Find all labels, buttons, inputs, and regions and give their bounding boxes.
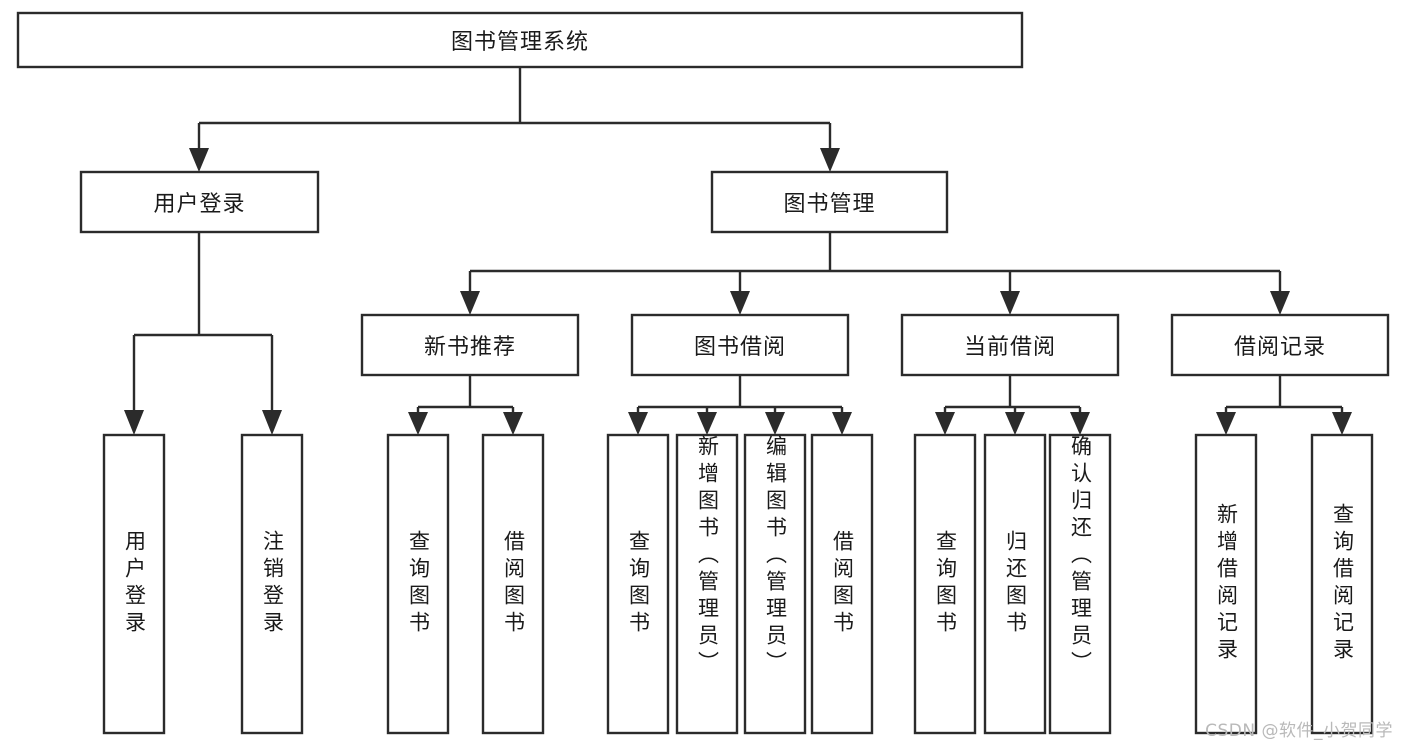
arrowhead-borrow-records <box>1270 291 1290 315</box>
arrowhead-current-borrow <box>1000 291 1020 315</box>
arrowhead-leaf-logout <box>262 410 282 435</box>
arrowhead-bb-leaf-2 <box>697 412 717 435</box>
node-new-book-recommend-box[interactable] <box>360 313 580 377</box>
node-borrow-records-box[interactable] <box>1170 313 1390 377</box>
leaf-box-bb-borrow-book[interactable] <box>810 433 874 735</box>
leaf-box-cb-return-book[interactable] <box>983 433 1047 735</box>
arrowhead-cb-leaf-3 <box>1070 412 1090 435</box>
arrowhead-new-book <box>460 291 480 315</box>
arrowhead-user-login <box>189 148 209 172</box>
leaf-box-br-query-record[interactable] <box>1310 433 1374 735</box>
arrowhead-nb-leaf-1 <box>408 412 428 435</box>
arrowhead-cb-leaf-2 <box>1005 412 1025 435</box>
leaf-box-logout[interactable] <box>240 433 304 735</box>
arrowhead-br-leaf-1 <box>1216 412 1236 435</box>
arrowhead-bb-leaf-3 <box>765 412 785 435</box>
connector-group <box>124 68 1352 435</box>
arrowhead-leaf-user-login <box>124 410 144 435</box>
node-root-box[interactable] <box>16 11 1024 69</box>
leaf-box-cb-query-book[interactable] <box>913 433 977 735</box>
node-current-borrow-box[interactable] <box>900 313 1120 377</box>
node-book-management-box[interactable] <box>710 170 949 234</box>
leaf-box-bb-edit-book[interactable] <box>743 433 807 735</box>
arrowhead-bb-leaf-1 <box>628 412 648 435</box>
arrowhead-nb-leaf-2 <box>503 412 523 435</box>
arrowhead-book-borrow <box>730 291 750 315</box>
node-box-group <box>16 11 1390 735</box>
leaf-box-nb-borrow-book[interactable] <box>481 433 545 735</box>
arrowhead-br-leaf-2 <box>1332 412 1352 435</box>
leaf-box-nb-query-book[interactable] <box>386 433 450 735</box>
node-book-borrow-box[interactable] <box>630 313 850 377</box>
node-user-login-box[interactable] <box>79 170 320 234</box>
leaf-box-br-add-record[interactable] <box>1194 433 1258 735</box>
arrowhead-book-mgmt <box>820 148 840 172</box>
leaf-box-cb-confirm-return[interactable] <box>1048 433 1112 735</box>
leaf-box-bb-add-book[interactable] <box>675 433 739 735</box>
leaf-box-user-login[interactable] <box>102 433 166 735</box>
arrowhead-cb-leaf-1 <box>935 412 955 435</box>
arrowhead-bb-leaf-4 <box>832 412 852 435</box>
leaf-box-bb-query-book[interactable] <box>606 433 670 735</box>
